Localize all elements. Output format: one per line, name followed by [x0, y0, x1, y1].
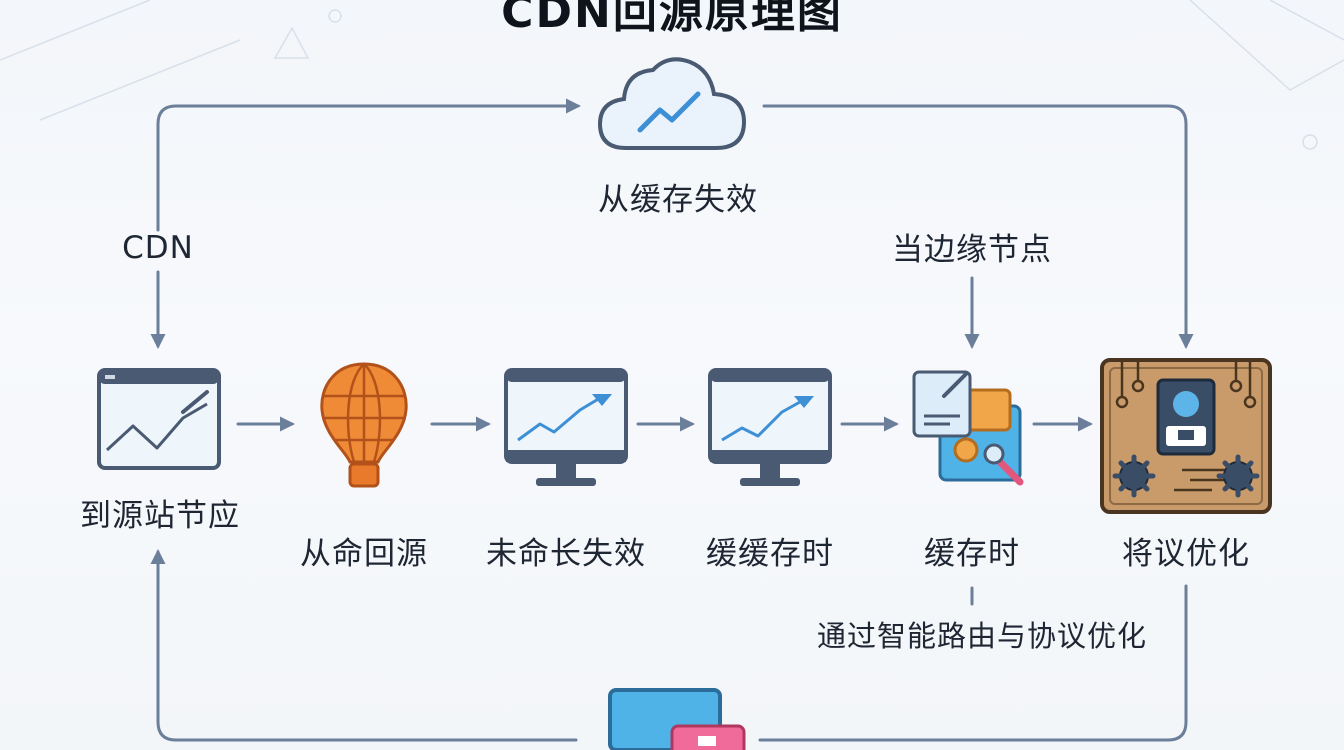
- cloud-chart-icon: [598, 57, 747, 150]
- diagram-title: CDN回源原理图: [501, 0, 843, 38]
- monitor-chart-icon-1: [504, 368, 628, 486]
- arrow-top-left: [156, 98, 581, 232]
- hot-air-balloon-icon: [320, 362, 408, 488]
- device-icon: [608, 688, 746, 750]
- line-bottom-right: [758, 584, 1188, 742]
- monitor-chart-icon-2: [708, 368, 832, 486]
- label-cache-time: 缓存时: [924, 536, 1020, 572]
- label-cache-cache: 缓缓存时: [706, 536, 834, 572]
- label-miss-expired: 未命长失效: [486, 536, 646, 572]
- arrow-bottom-left: [150, 549, 578, 742]
- label-cache-expired: 从缓存失效: [598, 182, 758, 218]
- label-cdn: CDN: [122, 230, 194, 266]
- label-optimize: 将议优化: [1122, 536, 1250, 572]
- label-hit-back: 从命回源: [300, 536, 428, 572]
- document-puzzle-icon: [912, 370, 1024, 486]
- label-to-origin: 到源站节应: [80, 498, 240, 534]
- arrow-top-right: [762, 104, 1194, 349]
- control-board-icon: [1100, 358, 1272, 514]
- browser-chart-icon: [97, 368, 221, 470]
- label-edge-node: 当边缘节点: [892, 232, 1052, 268]
- label-routing: 通过智能路由与协议优化: [816, 619, 1148, 653]
